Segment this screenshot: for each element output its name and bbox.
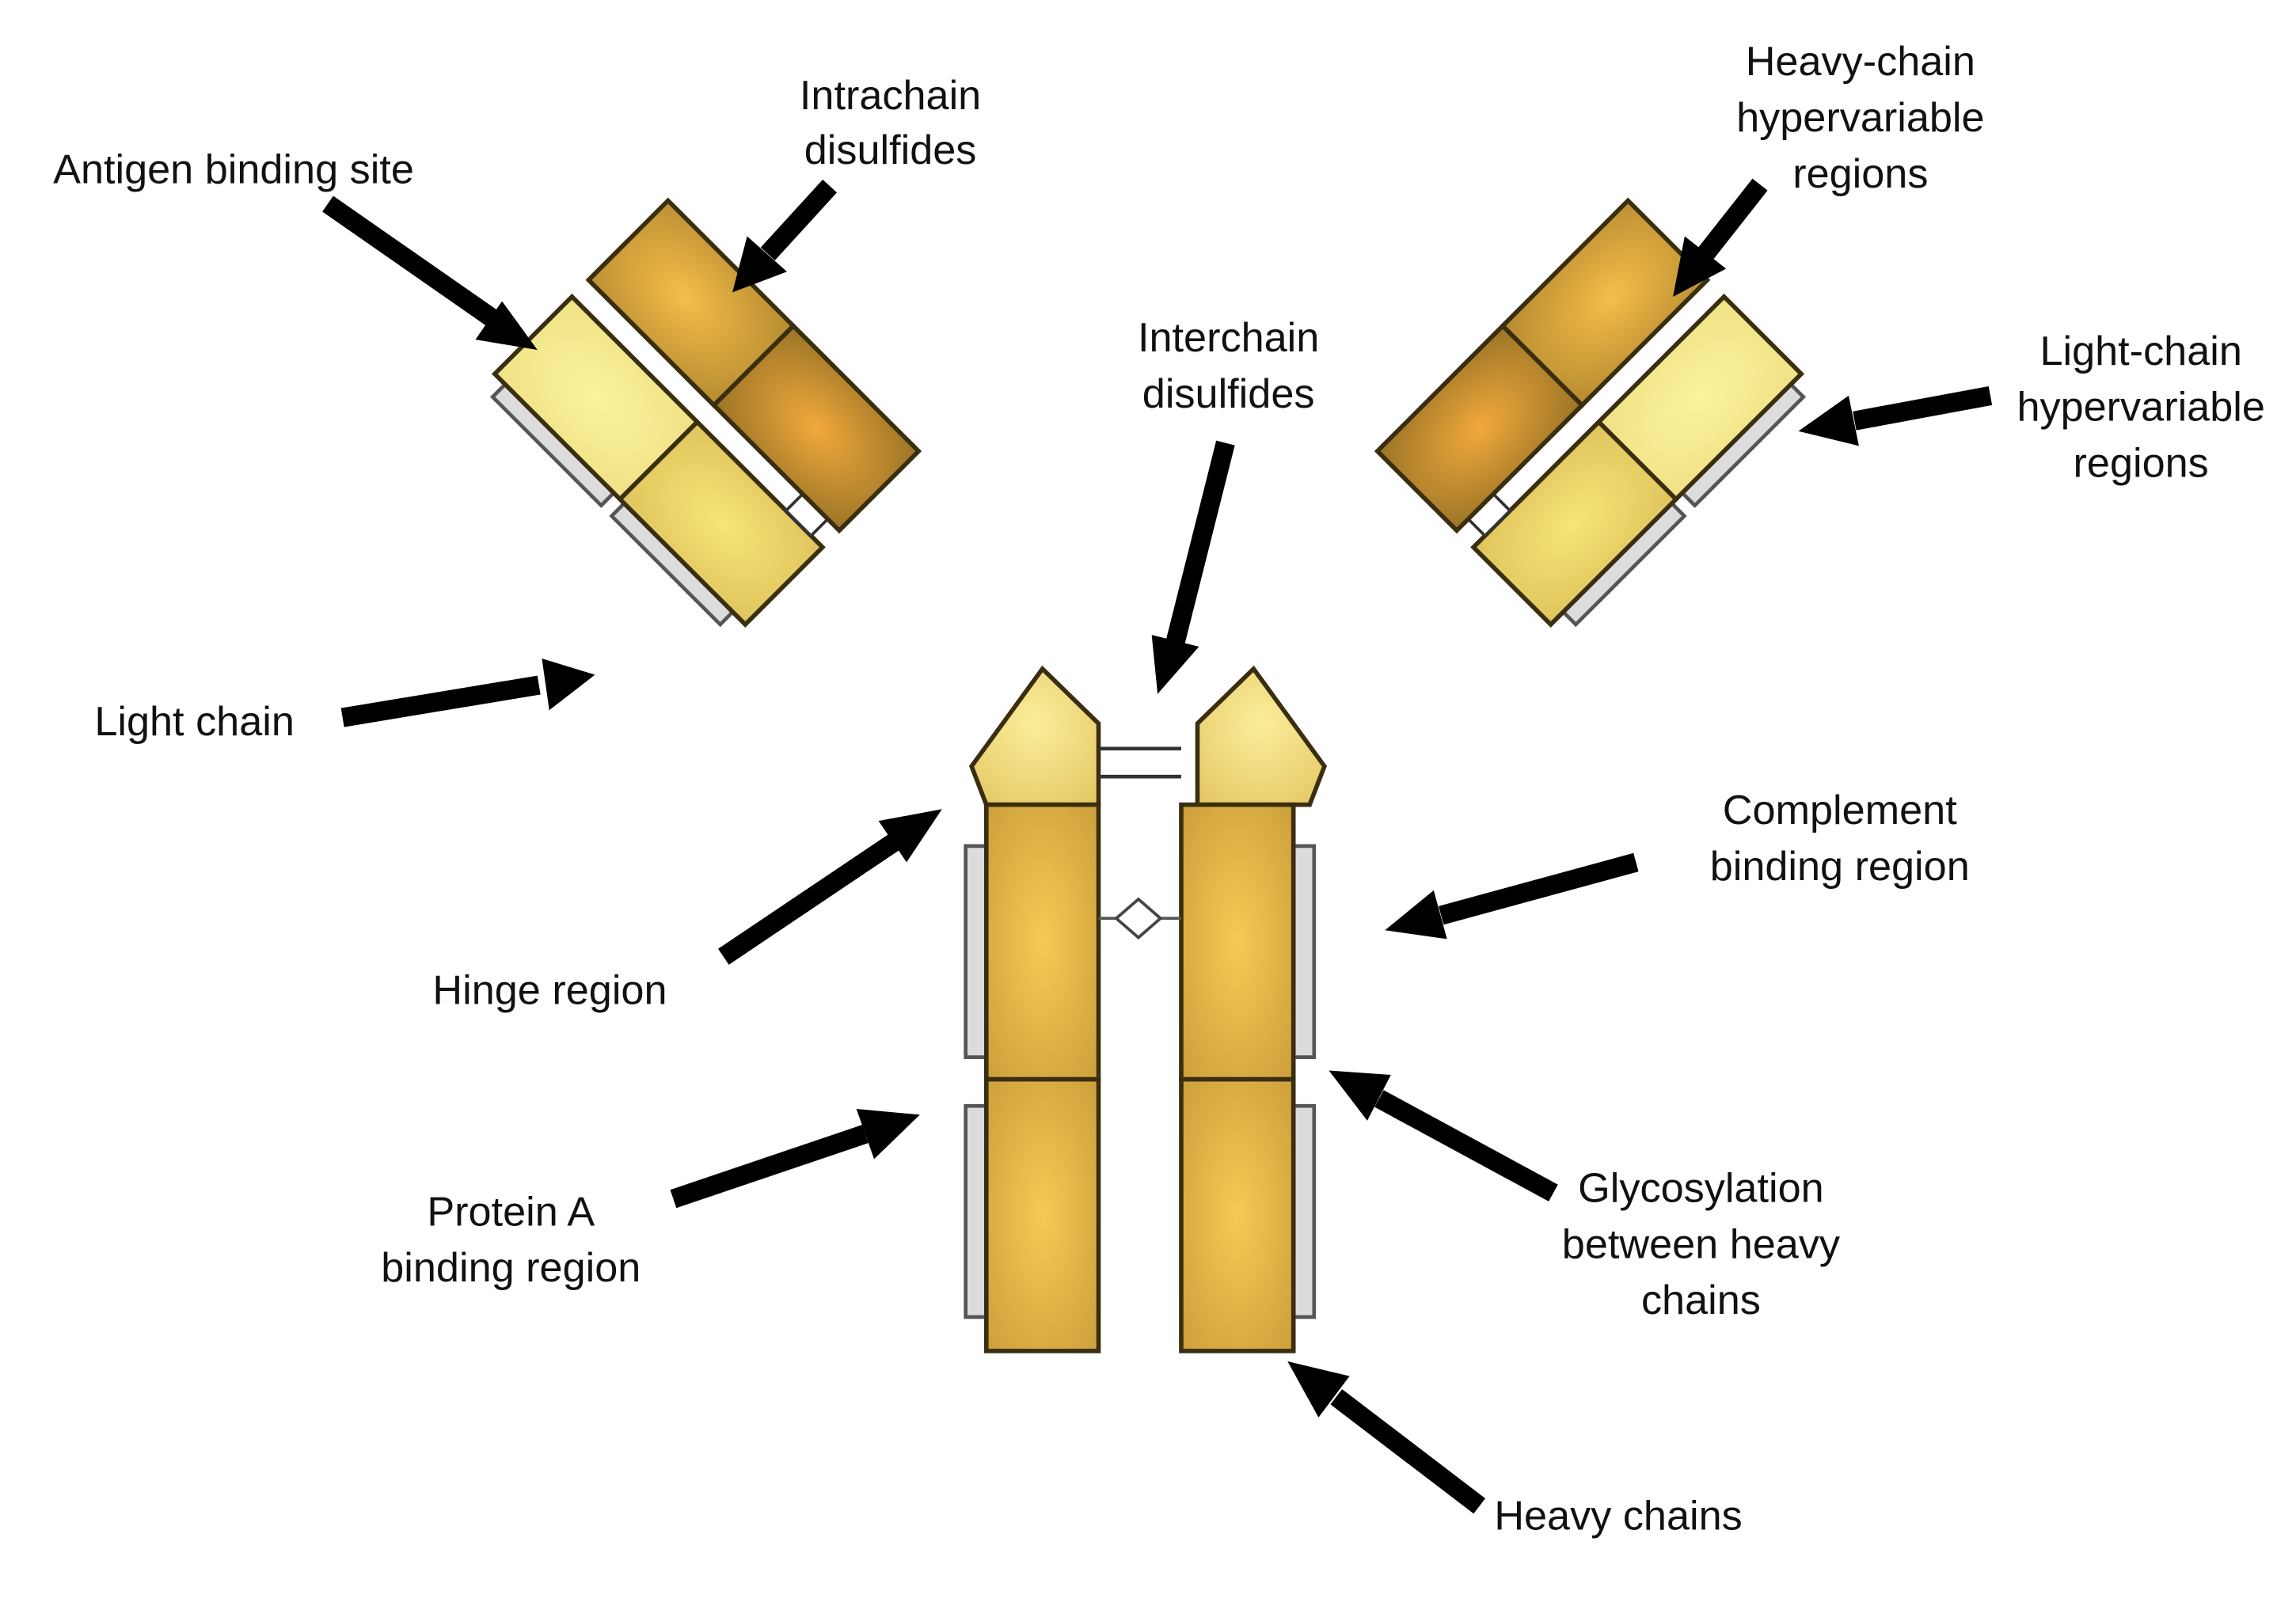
fc-bar-right-lower [1291,1103,1317,1319]
hinge-right [1195,665,1328,807]
svg-text:Heavy-chain: Heavy-chain [1746,39,1975,85]
arrow-complement-binding [1385,852,1639,940]
light-chain-constant-right [1470,419,1679,628]
hinge-left [968,665,1101,807]
label-interchain-disulfides: Interchain disulfides [1138,315,1319,417]
svg-text:binding region: binding region [381,1245,641,1291]
heavy-chain-ch2-right [1179,802,1296,1082]
heavy-chain-ch1-left [710,322,922,534]
arrow-antigen-binding-site [322,196,538,351]
arrow-heavy-chain-hypervariable [1672,178,1768,297]
arrows [322,178,1993,1514]
svg-text:Interchain: Interchain [1138,315,1319,361]
arrow-interchain-disulfides [1151,440,1235,694]
svg-text:hypervariable: hypervariable [2017,385,2264,431]
svg-text:disulfides: disulfides [1142,371,1315,417]
arrow-intrachain-disulfides [732,179,838,293]
svg-text:chains: chains [1641,1277,1761,1323]
glycosylation-diamond [1114,897,1163,940]
heavy-chain-ch3-left [983,1076,1101,1353]
svg-text:Intrachain: Intrachain [800,73,981,119]
svg-text:hypervariable: hypervariable [1736,95,1984,141]
label-glycosylation: Glycosylation between heavy chains [1562,1165,1840,1323]
svg-text:Glycosylation: Glycosylation [1578,1165,1824,1211]
svg-text:Light-chain: Light-chain [2039,328,2241,374]
label-antigen-binding-site: Antigen binding site [53,146,414,192]
label-protein-a-binding: Protein A binding region [381,1189,641,1291]
arrow-protein-a-binding [670,1108,920,1209]
svg-text:regions: regions [1792,151,1928,197]
left-arm [489,197,922,628]
heavy-chain-ch1-right [1374,322,1586,534]
arrow-light-chain [340,658,595,727]
label-intrachain-disulfides: Intrachain disulfides [800,73,981,173]
label-light-chain-hypervariable: Light-chain hypervariable regions [2017,328,2264,487]
label-complement-binding: Complement binding region [1710,788,1970,890]
label-heavy-chains: Heavy chains [1494,1494,1742,1539]
label-heavy-chain-hypervariable: Heavy-chain hypervariable regions [1736,39,1984,197]
svg-text:between heavy: between heavy [1562,1221,1840,1267]
svg-text:Protein A: Protein A [427,1189,595,1235]
label-light-chain: Light chain [94,699,295,745]
svg-text:Complement: Complement [1723,788,1957,833]
heavy-chain-ch2-left [983,802,1101,1082]
label-hinge-region: Hinge region [432,967,667,1013]
heavy-chain-ch3-right [1179,1076,1296,1353]
arrow-hinge-region [718,809,942,965]
fc-bar-left-lower [964,1103,989,1319]
svg-text:regions: regions [2074,441,2209,487]
svg-text:binding region: binding region [1710,844,1970,890]
right-arm [1374,197,1807,628]
arrow-heavy-chains [1287,1361,1486,1514]
arrow-light-chain-hypervariable [1798,386,1993,446]
arrow-glycosylation [1329,1070,1558,1202]
light-chain-constant-left [617,419,826,628]
fc-bar-left-upper [964,844,989,1059]
svg-text:disulfides: disulfides [804,127,977,173]
fc-bar-right-upper [1291,844,1317,1059]
